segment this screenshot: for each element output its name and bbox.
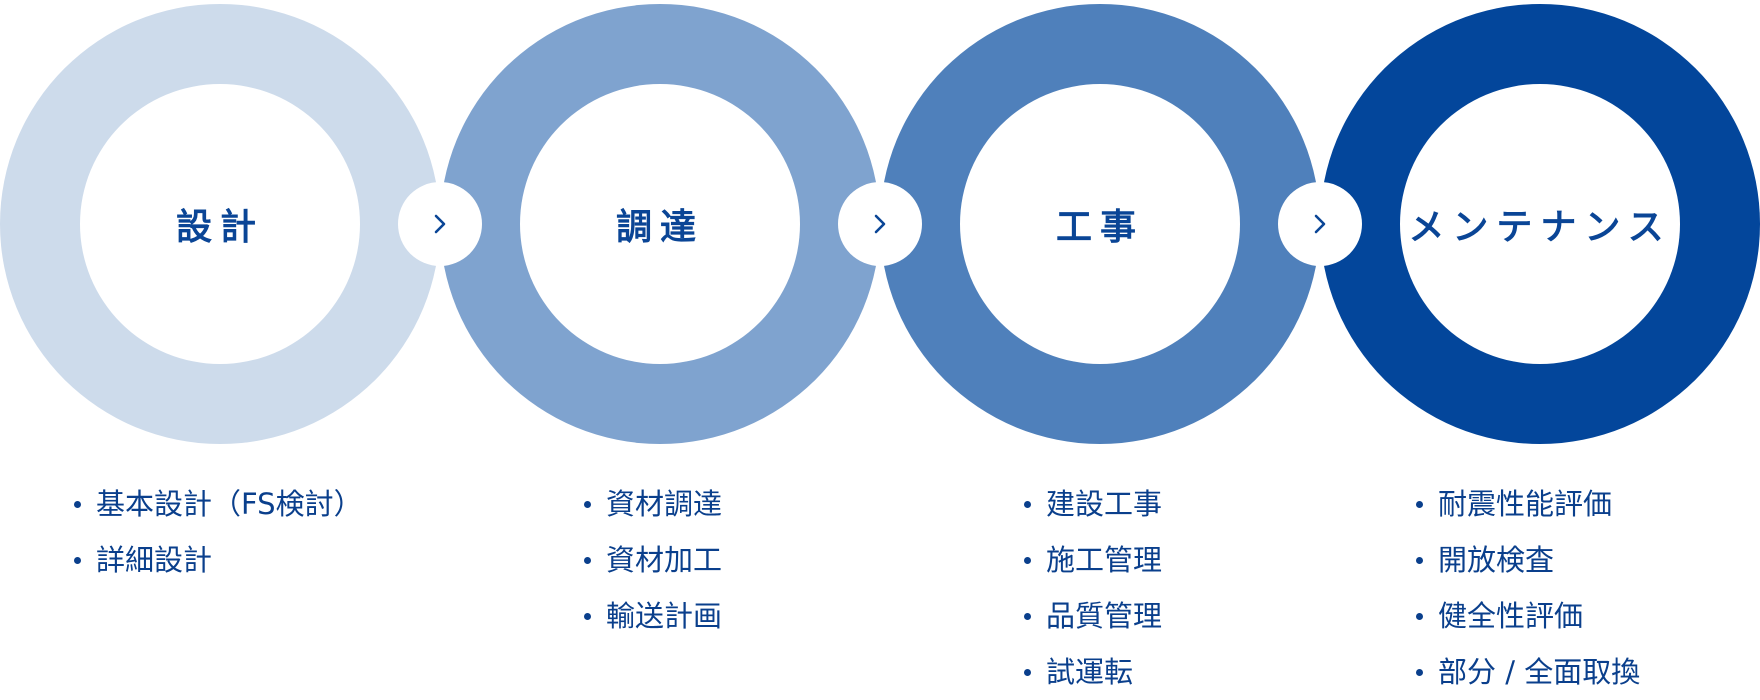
stage-title: 調達 [615,207,704,248]
list-item-text: 輸送計画 [606,599,723,633]
bullet-dot [74,500,81,508]
list-item-text: 詳細設計 [96,543,213,577]
chevron-right-icon [1314,214,1326,234]
connector-arrow [398,182,482,266]
stage-ring-inner: 工事 [960,84,1240,364]
stage-item-list-construction: 建設工事 施工管理 品質管理 試運転 [1024,476,1162,700]
list-item: 試運転 [1024,644,1162,700]
list-item: 耐震性能評価 [1416,476,1640,532]
list-item-text: 試運転 [1046,655,1134,689]
list-item-text: 健全性評価 [1438,599,1584,633]
stage-title: メンテナンス [1408,207,1672,248]
stage-ring-inner: 設計 [80,84,360,364]
list-item: 資材調達 [584,476,722,532]
list-item: 品質管理 [1024,588,1162,644]
bullet-dot [1024,500,1031,508]
list-item-text: 施工管理 [1046,543,1163,577]
bullet-dot [1024,556,1031,564]
list-item-text: 耐震性能評価 [1438,487,1613,521]
list-item: 施工管理 [1024,532,1162,588]
list-item: 基本設計（FS検討） [74,476,363,532]
list-item-text: 資材加工 [606,543,723,577]
stage-title: 工事 [1055,207,1144,248]
list-item: 資材加工 [584,532,722,588]
stage-item-list-procurement: 資材調達 資材加工 輸送計画 [584,476,722,644]
list-item-text: 基本設計（FS検討） [96,487,363,521]
list-item-text: 建設工事 [1046,487,1163,521]
stage-item-list-maintenance: 耐震性能評価 開放検査 健全性評価 部分 / 全面取換 [1416,476,1640,700]
stage-ring-maintenance: メンテナンス [1320,4,1760,444]
list-item-text: 品質管理 [1046,599,1163,633]
bullet-dot [1416,612,1423,620]
bullet-dot [1416,668,1423,676]
chevron-right-icon [874,214,886,234]
stage-item-list-design: 基本設計（FS検討） 詳細設計 [74,476,363,588]
bullet-dot [1416,556,1423,564]
stage-ring-design: 設計 [0,4,440,444]
stage-title: 設計 [175,207,264,248]
bullet-dot [584,500,591,508]
bullet-dot [1416,500,1423,508]
bullet-dot [74,556,81,564]
list-item: 詳細設計 [74,532,363,588]
list-item-text: 部分 / 全面取換 [1438,655,1641,689]
list-item: 建設工事 [1024,476,1162,532]
connector-arrow [1278,182,1362,266]
stage-ring-construction: 工事 [880,4,1320,444]
list-item-text: 資材調達 [606,487,723,521]
list-item-text: 開放検査 [1438,543,1555,577]
bullet-dot [584,612,591,620]
connector-arrow [838,182,922,266]
list-item: 開放検査 [1416,532,1640,588]
list-item: 健全性評価 [1416,588,1640,644]
stage-ring-inner: 調達 [520,84,800,364]
stage-ring-inner: メンテナンス [1400,84,1680,364]
stage-ring-procurement: 調達 [440,4,880,444]
bullet-dot [584,556,591,564]
bullet-dot [1024,668,1031,676]
chevron-right-icon [434,214,446,234]
list-item: 輸送計画 [584,588,722,644]
bullet-dot [1024,612,1031,620]
list-item: 部分 / 全面取換 [1416,644,1640,700]
